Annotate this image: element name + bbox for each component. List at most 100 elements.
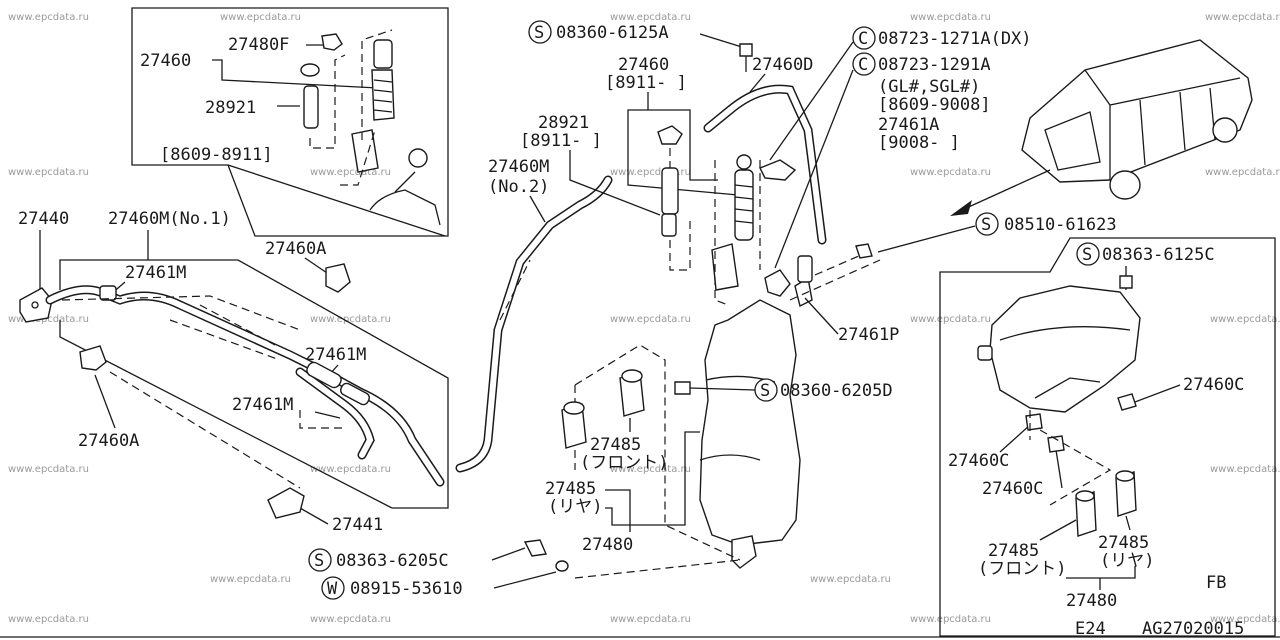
watermark: www.epcdata.ru bbox=[610, 464, 691, 475]
bracket-27441 bbox=[267, 487, 305, 519]
watermark: www.epcdata.ru bbox=[1205, 12, 1280, 23]
fb-clip-c bbox=[1047, 435, 1065, 453]
inset-dashed-guide bbox=[309, 54, 346, 149]
label-8609-8911: [8609-8911] bbox=[160, 145, 273, 165]
washer-tank-assembly: 27461P S 08360-6205D 27485 (フロント) 27485 … bbox=[308, 251, 899, 600]
fb-washer-tank bbox=[989, 285, 1141, 413]
bracket-hole bbox=[31, 301, 39, 309]
leader-fb-27485-front bbox=[1039, 519, 1077, 541]
screw-symbol-icon bbox=[308, 548, 332, 572]
watermark: www.epcdata.ru bbox=[220, 12, 301, 23]
watermark: www.epcdata.ru bbox=[610, 12, 691, 23]
fb-variant-inset: S 08363-6125C 27460C 27460C 27460C 27485… bbox=[939, 237, 1276, 637]
nozzle-detail-inset: 27480F 27460 28921 [8609-8911] bbox=[131, 7, 449, 237]
footer: E24 AG27020015 bbox=[0, 619, 1280, 639]
tank-mount bbox=[731, 535, 757, 569]
leader-27461P bbox=[804, 297, 839, 335]
leader-27460-inset bbox=[212, 59, 379, 89]
watermark: www.epcdata.ru bbox=[1205, 167, 1280, 178]
watermark: www.epcdata.ru bbox=[910, 12, 991, 23]
hose-ribs bbox=[373, 79, 393, 113]
label-27441: 27441 bbox=[332, 515, 383, 535]
hose-dashed bbox=[499, 259, 531, 321]
label-27460A-top: 27460A bbox=[265, 239, 326, 259]
watermark: www.epcdata.ru bbox=[8, 167, 89, 178]
prefix-screw-fb: S bbox=[1082, 245, 1092, 265]
watermark: www.epcdata.ru bbox=[1210, 314, 1280, 325]
leader-08915-53610 bbox=[493, 571, 557, 589]
leader-27461M-c bbox=[314, 411, 341, 419]
leader-fb-27480-frame bbox=[1066, 566, 1136, 579]
watermark: www.epcdata.ru bbox=[310, 614, 391, 625]
vehicle-locator: S 08510-61623 bbox=[855, 39, 1253, 259]
prefix-screw-6205D: S bbox=[760, 381, 770, 401]
nozzle-dashed bbox=[669, 148, 691, 271]
leader-27460M-no1 bbox=[59, 230, 149, 290]
label-28921: 28921 bbox=[538, 113, 589, 133]
label-front: (フロント) bbox=[580, 453, 668, 473]
clip-27460A-top bbox=[325, 263, 351, 293]
label-08360-6205D: 08360-6205D bbox=[780, 381, 893, 401]
nozzle-head bbox=[373, 39, 393, 69]
label-08723-1271A: 08723-1271A(DX) bbox=[878, 29, 1032, 49]
leader-27460M-no2 bbox=[529, 195, 546, 223]
prefix-washer: W bbox=[327, 579, 338, 599]
clip-symbol-icon bbox=[852, 52, 876, 76]
pump-front-top bbox=[621, 369, 643, 383]
label-fb-27460C-a: 27460C bbox=[1183, 375, 1244, 395]
nozzle-body-28921 bbox=[661, 167, 679, 215]
inset-dashed-guide-2 bbox=[361, 29, 393, 140]
label-fb-rear: (リヤ) bbox=[1100, 551, 1154, 571]
label-27461M-a: 27461M bbox=[125, 263, 186, 283]
filler-neck bbox=[797, 255, 813, 283]
prefix-screw: S bbox=[534, 23, 544, 43]
fb-inset-frame bbox=[939, 237, 1276, 637]
prefix-clip-b: C bbox=[858, 55, 868, 75]
screw-6205D bbox=[674, 381, 691, 395]
bolt-dashed bbox=[789, 251, 881, 301]
locator-arrow-shaft bbox=[961, 169, 1051, 211]
label-8911-b: [8911- ] bbox=[520, 131, 602, 151]
label-27485-rear: 27485 bbox=[545, 479, 596, 499]
leader-27441 bbox=[299, 507, 329, 525]
fb-pump-front-top bbox=[1075, 490, 1095, 502]
fb-clip-a bbox=[1117, 393, 1137, 411]
watermark: www.epcdata.ru bbox=[910, 614, 991, 625]
label-fb-27485-rear: 27485 bbox=[1098, 533, 1149, 553]
nozzle-ribs bbox=[734, 184, 754, 224]
watermark: www.epcdata.ru bbox=[8, 314, 89, 325]
prefix-screw-6205C: S bbox=[314, 551, 324, 571]
label-no2: (No.2) bbox=[488, 177, 549, 197]
screw-6125A bbox=[739, 43, 753, 57]
van-wheel-rear bbox=[1109, 170, 1141, 200]
nozzle-hose bbox=[371, 69, 395, 121]
joint bbox=[99, 285, 117, 301]
inset-dashed-guide-3 bbox=[340, 129, 376, 186]
nozzle-tip bbox=[661, 213, 677, 237]
watermark: www.epcdata.ru bbox=[8, 614, 89, 625]
fb-dashed bbox=[1029, 410, 1112, 506]
fb-tank-contours bbox=[999, 326, 1131, 399]
fb-pump-rear-top bbox=[1115, 470, 1135, 482]
label-27460D: 27460D bbox=[752, 55, 813, 75]
label-gl-sgl: (GL#,SGL#) bbox=[878, 77, 980, 97]
connector-27461M-2 bbox=[340, 382, 370, 406]
washer-tank bbox=[699, 299, 801, 546]
grommet-center bbox=[711, 243, 739, 291]
watermark: www.epcdata.ru bbox=[210, 574, 291, 585]
leader-08360-6205D bbox=[689, 387, 756, 391]
label-27460-top: 27460 bbox=[618, 55, 669, 75]
rear-hose-assembly: 27440 27460M(No.1) 27461M 27460A 27461M … bbox=[18, 209, 449, 535]
center-hose-group: 27460M (No.2) bbox=[455, 157, 613, 473]
label-08510-61623: 08510-61623 bbox=[1004, 215, 1117, 235]
label-27480F: 27480F bbox=[228, 35, 289, 55]
label-27461M-b: 27461M bbox=[305, 345, 366, 365]
leader-28921 bbox=[569, 150, 661, 216]
grommet bbox=[351, 129, 379, 173]
label-fb-08363-6125C: 08363-6125C bbox=[1102, 245, 1215, 265]
label-fb-27480: 27480 bbox=[1066, 591, 1117, 611]
label-28921-inset: 28921 bbox=[205, 98, 256, 118]
nozzle-body bbox=[303, 85, 319, 129]
leader-27460-top-b bbox=[627, 109, 739, 196]
